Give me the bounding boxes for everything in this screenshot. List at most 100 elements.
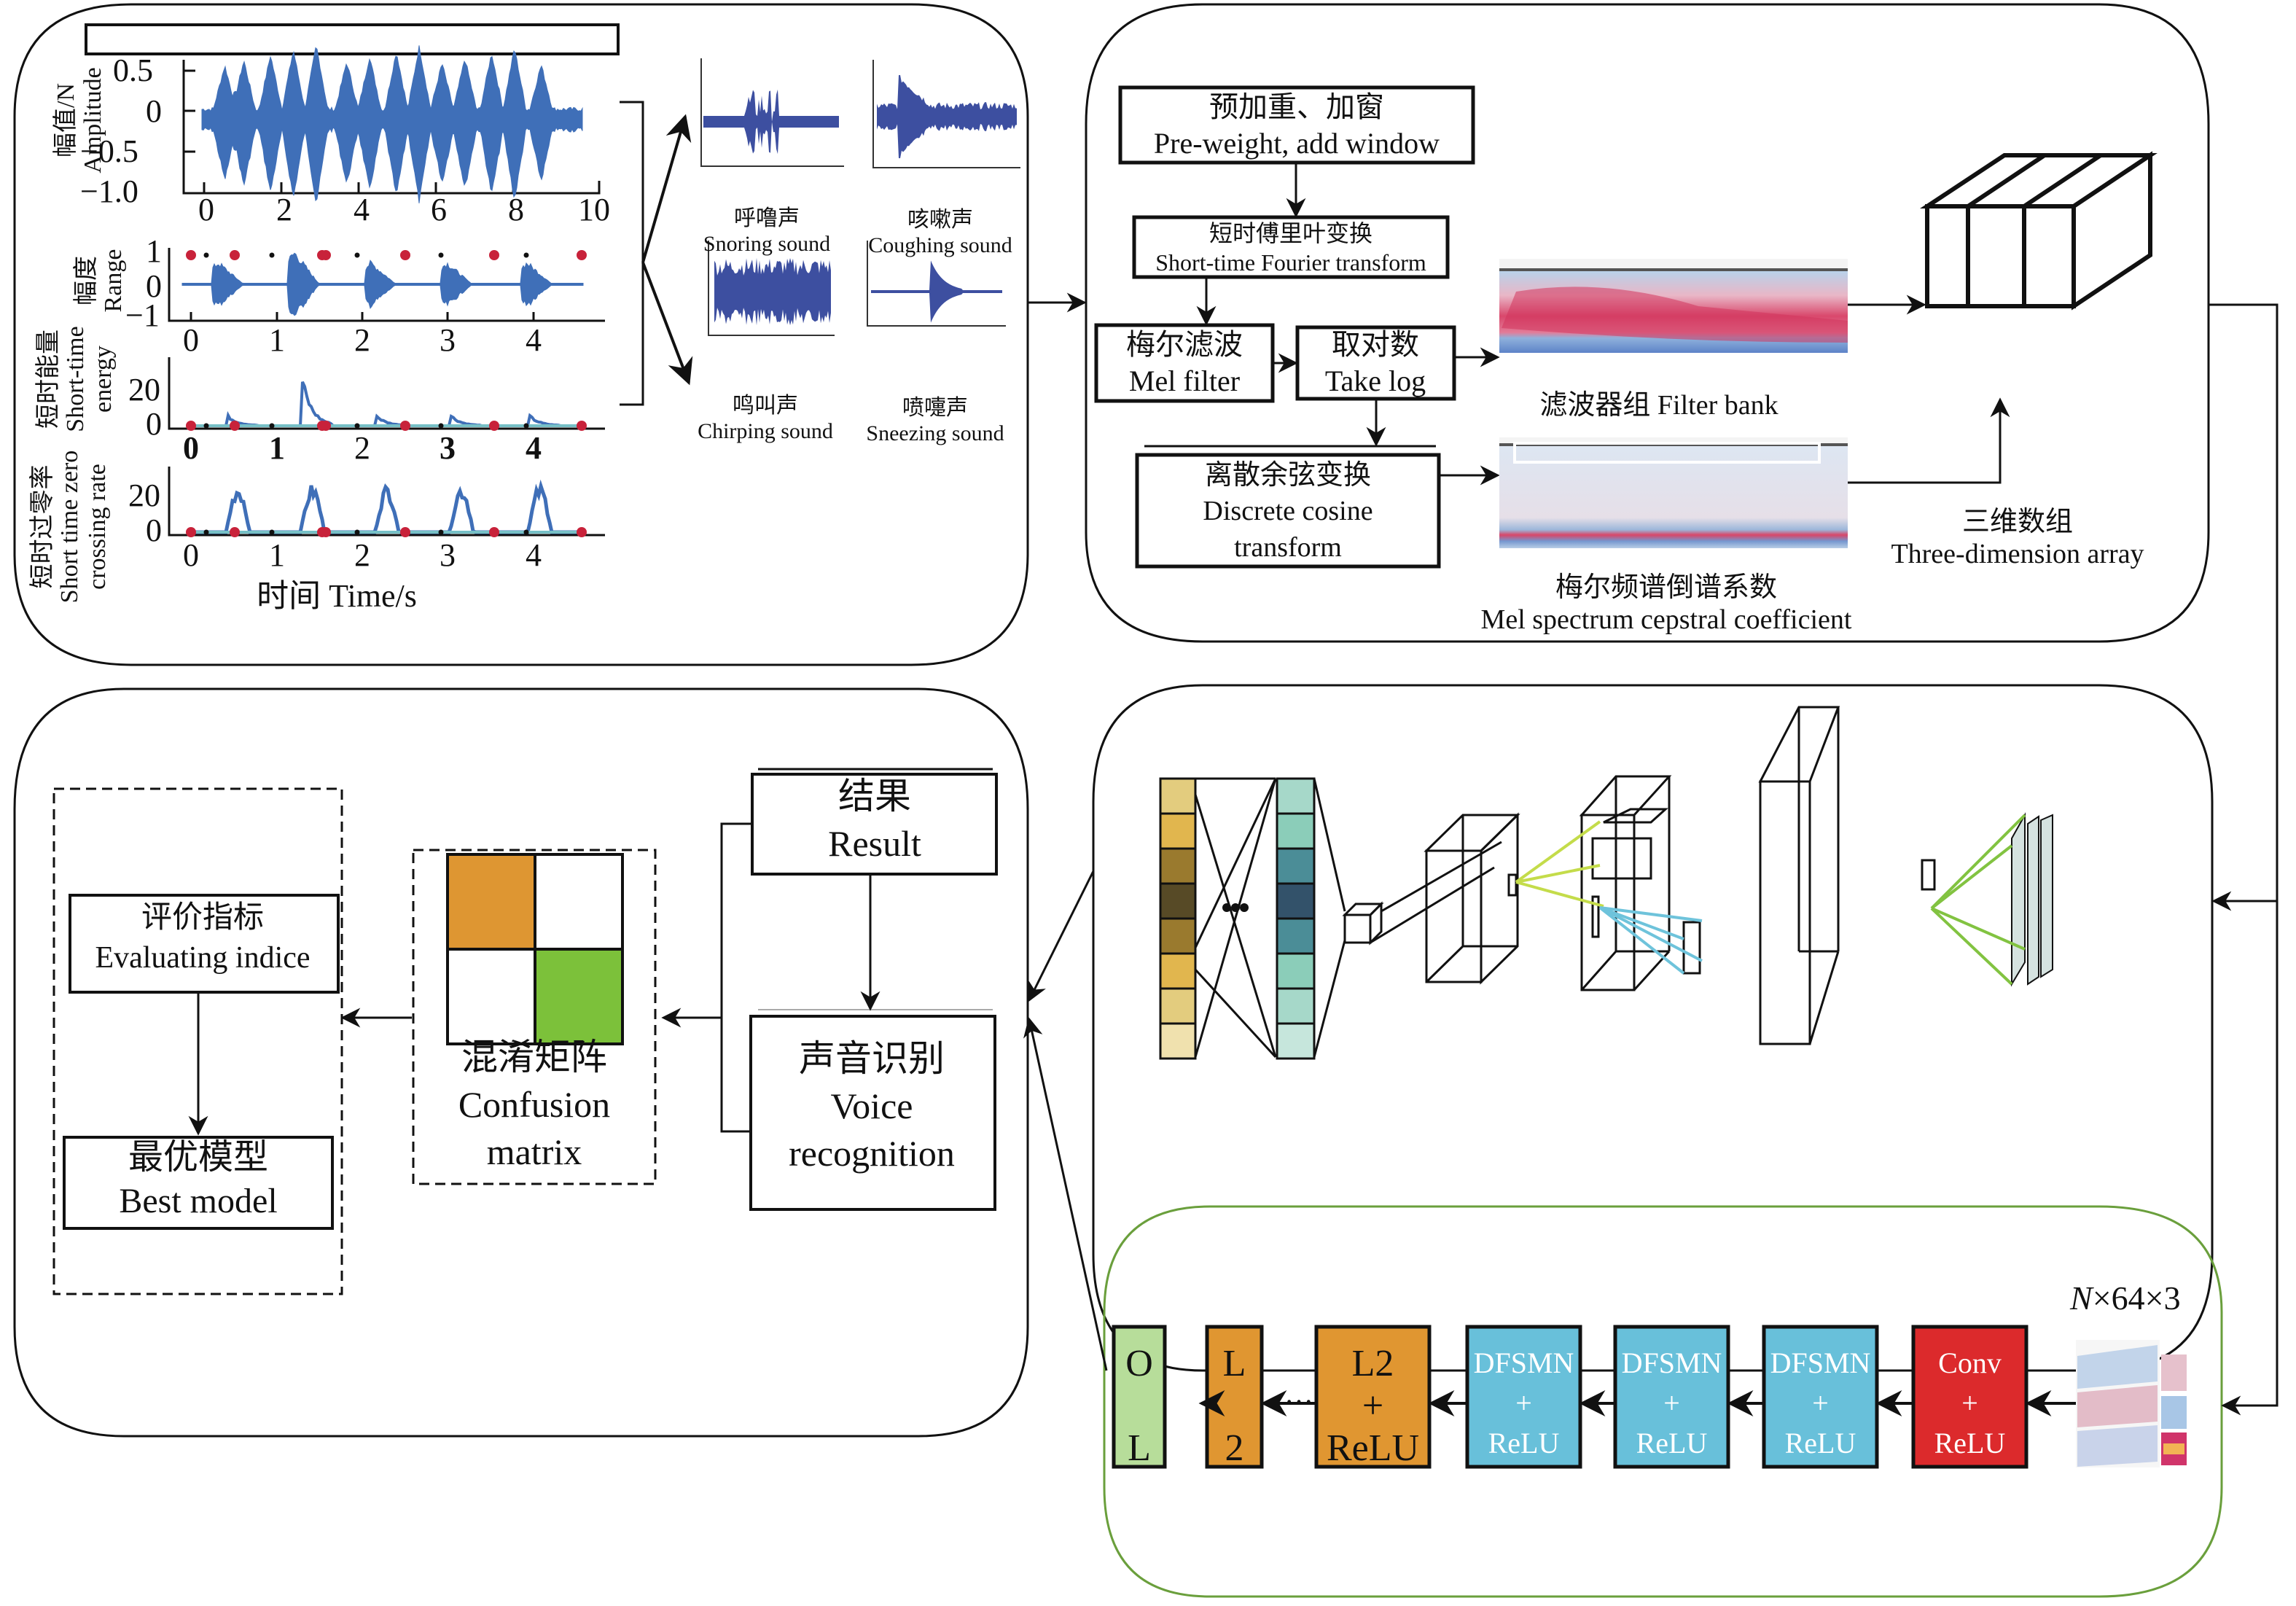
energy-markers (186, 421, 587, 431)
end-point-marker (230, 421, 240, 431)
dfsmn-block-line: DFSMN (1473, 1346, 1574, 1379)
dfsmn-block-line: ReLU (1784, 1427, 1856, 1459)
end-point-marker (577, 421, 587, 431)
start-point-marker (269, 423, 275, 429)
feature-panel-border (1085, 3, 2210, 643)
stft-box (1132, 215, 1450, 279)
cnn-connector-green (1930, 814, 2026, 986)
input-shape-var: N (2070, 1279, 2093, 1317)
right-column-cell (1276, 952, 1316, 990)
array-caption-en: Three-dimension array (1891, 538, 2144, 569)
arrow-dfsmn-to-voice-recognition (1023, 1017, 1108, 1371)
range-ytick-0: 1 (146, 233, 162, 269)
confusion-matrix-en2: matrix (486, 1131, 582, 1172)
end-point-marker (321, 250, 331, 260)
dfsmn-block-line: + (1812, 1387, 1829, 1419)
evaluation-group (52, 787, 343, 1295)
voice-recognition-en1: Voice (830, 1085, 913, 1126)
confusion-matrix-en1: Confusion (458, 1084, 611, 1125)
range-xtick-0: 0 (183, 322, 199, 358)
mfcc-caption-cn: 梅尔频谱倒谱系数 (1555, 572, 1778, 603)
arrow-to-snoring (641, 114, 692, 263)
start-point-marker (438, 252, 444, 258)
dfsmn-block-line: ReLU (1934, 1427, 2006, 1459)
end-point-marker (321, 527, 331, 537)
end-point-marker (489, 250, 499, 260)
best-model-en: Best model (119, 1182, 278, 1220)
dfsmn-panel-border (1103, 1205, 2223, 1598)
confusion-matrix-cell (534, 948, 624, 1045)
energy-ylabel-en2: energy (89, 346, 117, 413)
range-xtick-3: 3 (440, 322, 456, 358)
best-model-box (63, 1136, 334, 1230)
voice-recognition-box (749, 1015, 996, 1211)
zcr-ylabel-en2: crossing rate (83, 464, 111, 590)
dfsmn-block (1112, 1325, 1167, 1469)
signal-title-box (85, 23, 620, 55)
dct-box (1135, 453, 1441, 569)
right-column-cell (1276, 847, 1316, 885)
voice-recognition-en2: recognition (789, 1133, 955, 1174)
dfsmn-block-line: L2 (1351, 1343, 1394, 1384)
cnn-fc-lines (1194, 777, 1346, 1059)
bracket (620, 101, 644, 406)
amp-xtick-1: 2 (276, 192, 292, 227)
amp-ytick-0: 0.5 (113, 52, 153, 88)
arrow-cnn-to-voice-recognition (1028, 870, 1095, 1002)
dfsmn-block-line: O (1125, 1343, 1153, 1384)
cnn-connector-yellow-green (1515, 820, 1604, 908)
confusion-matrix-cell (534, 853, 624, 951)
start-point-marker (354, 529, 360, 535)
sample-coughing-plot (872, 60, 1020, 168)
take-log-en: Take log (1324, 365, 1426, 397)
cnn-conv-block-1 (1424, 812, 1520, 985)
end-point-marker (321, 421, 331, 431)
cnn-connector-blue (1598, 906, 1703, 975)
amp-ytick-2: −0.5 (80, 133, 138, 169)
dfsmn-block-label: DFSMN+ReLU (1474, 1343, 1574, 1463)
range-ylabel-en: Range (100, 249, 128, 313)
right-column-cell (1276, 917, 1316, 955)
right-column-cell (1276, 987, 1316, 1025)
range-ytick-1: 0 (146, 268, 162, 304)
end-point-marker (186, 421, 196, 431)
energy-xtick-0: 0 (183, 430, 199, 466)
range-markers (186, 250, 587, 260)
amp-xtick-0: 0 (198, 192, 214, 227)
dfsmn-block-line: + (1663, 1387, 1680, 1419)
zcr-ytick-1: 0 (146, 512, 162, 548)
dfsmn-block-line: L (1128, 1427, 1151, 1469)
coughing-label-cn: 咳嗽声 (907, 208, 973, 232)
start-point-marker (203, 252, 209, 258)
energy-ylabel-cn: 短时能量 (35, 330, 62, 429)
end-point-marker (230, 527, 240, 537)
cnn-conv-block-2 (1579, 775, 1672, 991)
dfsmn-block (1314, 1325, 1432, 1469)
dfsmn-block-label: L2+ReLU (1327, 1343, 1419, 1470)
dfsmn-input-spectrograms (2076, 1340, 2187, 1467)
sample-snoring-plot (700, 58, 844, 167)
end-point-marker (489, 421, 499, 431)
start-point-marker (203, 423, 209, 429)
energy-plot (168, 357, 605, 430)
chirping-label-en: Chirping sound (698, 418, 833, 443)
amplitude-waveform (201, 45, 583, 203)
start-point-marker (269, 529, 275, 535)
end-point-marker (400, 527, 410, 537)
preweight-en: Pre-weight, add window (1153, 127, 1440, 160)
confusion-matrix-cell (446, 948, 536, 1045)
dfsmn-block-line: 2 (1225, 1427, 1244, 1469)
left-column-cell (1159, 812, 1197, 850)
evaluating-en: Evaluating indice (95, 940, 311, 975)
left-column-cell (1159, 987, 1197, 1025)
